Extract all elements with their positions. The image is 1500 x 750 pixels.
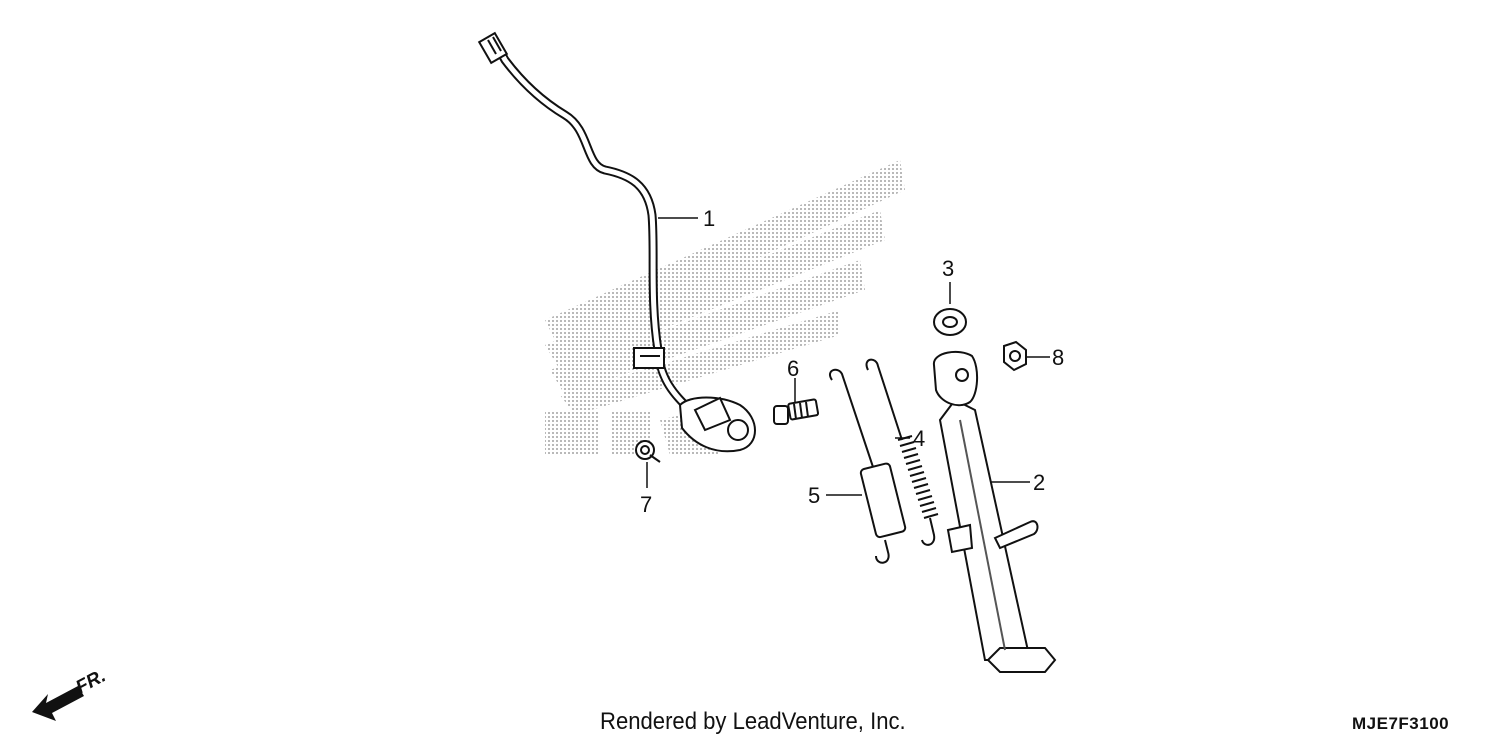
watermark-wing-logo xyxy=(545,160,905,455)
callout-2: 2 xyxy=(1033,470,1045,495)
callout-3: 3 xyxy=(942,256,954,281)
spring-part-5[interactable] xyxy=(829,368,907,564)
callout-1: 1 xyxy=(703,206,715,231)
rendered-by-credit: Rendered by LeadVenture, Inc. xyxy=(600,708,906,735)
washer-part-3[interactable] xyxy=(933,308,967,336)
callout-8: 8 xyxy=(1052,345,1064,370)
front-direction-arrow-icon xyxy=(32,686,84,721)
spring-part-4[interactable] xyxy=(865,358,939,546)
screw-part-7[interactable] xyxy=(635,440,661,463)
bolt-part-6[interactable] xyxy=(773,398,820,425)
nut-part-8[interactable] xyxy=(1003,340,1027,372)
callout-6: 6 xyxy=(787,356,799,381)
side-stand-switch[interactable] xyxy=(477,31,756,453)
diagram-code: MJE7F3100 xyxy=(1352,714,1450,733)
callout-7: 7 xyxy=(640,492,652,517)
side-stand[interactable] xyxy=(933,350,1057,673)
callout-4: 4 xyxy=(913,426,925,451)
callout-5: 5 xyxy=(808,483,820,508)
